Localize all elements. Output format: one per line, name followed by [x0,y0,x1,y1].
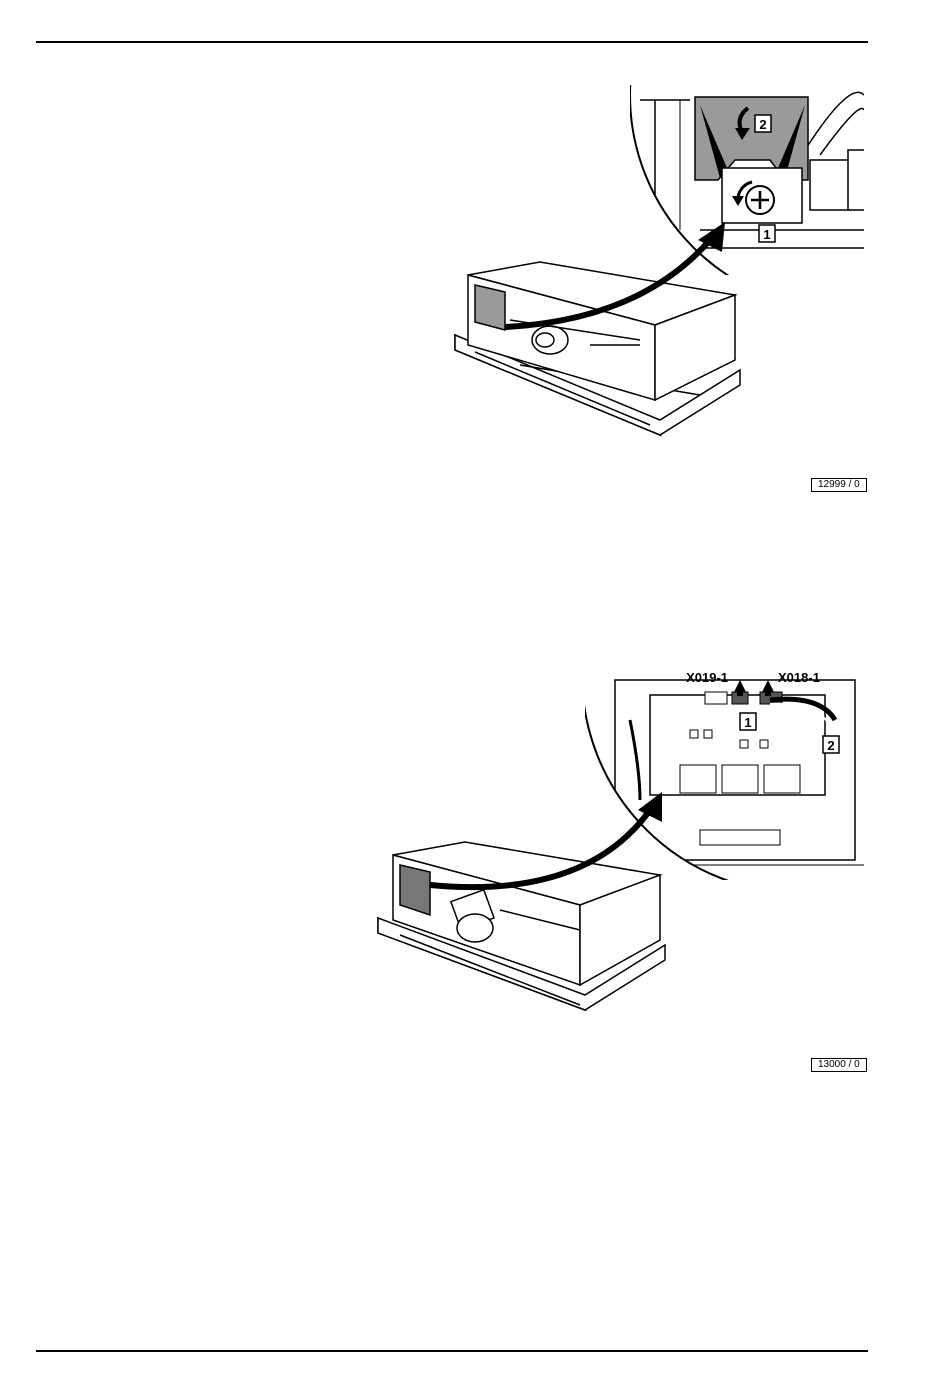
figure-2: 1 2 X019-1 X018-1 13000 / 0 [0,600,950,1100]
callout-2: 2 [827,738,834,753]
footer-rule [36,1350,868,1352]
unit-on-pallet [378,842,665,1010]
detail-magnifier [582,600,950,893]
figure-2-illustration: 1 2 X019-1 X018-1 [0,600,950,1100]
figure-ref: 13000 / 0 [811,1058,867,1072]
callout-1: 1 [763,227,770,242]
connector-label-x019: X019-1 [686,670,728,685]
figure-1-illustration: 2 1 [0,0,950,500]
figure-ref: 12999 / 0 [811,478,867,492]
connector-label-x018: X018-1 [778,670,820,685]
unit-on-pallet [455,262,740,435]
figure-1: 2 1 12999 / 0 [0,0,950,500]
detail-magnifier [630,0,950,310]
callout-2: 2 [759,117,766,132]
callout-1: 1 [744,715,751,730]
